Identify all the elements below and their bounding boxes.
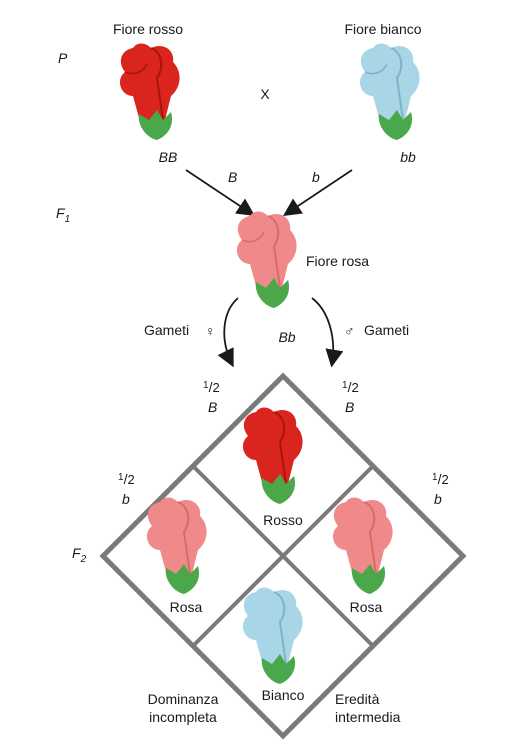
punnett-cell-top: Rosso bbox=[242, 407, 303, 528]
male-symbol-icon: ♂ bbox=[344, 323, 355, 339]
generation-p-label: P bbox=[58, 50, 68, 66]
male-gametes-label: Gameti bbox=[364, 322, 409, 338]
arrow-white-to-f1 bbox=[283, 169, 353, 216]
svg-text:1/2: 1/2 bbox=[203, 379, 220, 395]
svg-text:B: B bbox=[208, 399, 217, 415]
white-parent-flower bbox=[359, 43, 420, 140]
svg-text:1/2: 1/2 bbox=[118, 471, 135, 487]
f1-genotype: Bb bbox=[278, 329, 295, 345]
red-flower-label: Fiore rosso bbox=[113, 21, 183, 37]
red-offspring-flower bbox=[242, 407, 303, 504]
svg-text:1/2: 1/2 bbox=[342, 379, 359, 395]
red-allele-label: B bbox=[228, 169, 237, 185]
punnett-square bbox=[99, 372, 467, 740]
arrow-female-gametes bbox=[217, 297, 239, 368]
f1-flower-label: Fiore rosa bbox=[306, 253, 369, 269]
female-gametes-label: Gameti bbox=[144, 322, 189, 338]
cell-left-label: Rosa bbox=[170, 599, 203, 615]
punnett-cell-right: Rosa bbox=[332, 497, 393, 615]
caption-left-line2: incompleta bbox=[149, 709, 217, 725]
pink-offspring-flower-left bbox=[146, 497, 207, 594]
f1-pink-flower bbox=[236, 211, 297, 308]
generation-f2-label: F2 bbox=[72, 545, 87, 565]
svg-text:B: B bbox=[345, 399, 354, 415]
white-genotype: bb bbox=[400, 149, 416, 165]
svg-text:b: b bbox=[434, 491, 442, 507]
red-parent-flower bbox=[119, 43, 180, 140]
cell-bottom-label: Bianco bbox=[262, 687, 305, 703]
cell-right-label: Rosa bbox=[350, 599, 383, 615]
punnett-cell-bottom: Bianco bbox=[242, 587, 305, 703]
allele-top-right: 1/2 B bbox=[342, 379, 359, 415]
generation-f1-label: F1 bbox=[56, 205, 70, 225]
arrow-red-to-f1 bbox=[185, 169, 255, 216]
allele-mid-left: 1/2 b bbox=[118, 471, 135, 507]
punnett-cell-left: Rosa bbox=[146, 497, 207, 615]
cell-top-label: Rosso bbox=[263, 512, 303, 528]
allele-mid-right: 1/2 b bbox=[432, 471, 449, 507]
svg-text:b: b bbox=[122, 491, 130, 507]
punnett-divider-b bbox=[191, 464, 375, 648]
white-allele-label: b bbox=[312, 169, 320, 185]
caption-right-line2: intermedia bbox=[335, 709, 401, 725]
white-offspring-flower bbox=[242, 587, 303, 684]
cross-symbol: X bbox=[260, 86, 270, 102]
svg-text:1/2: 1/2 bbox=[432, 471, 449, 487]
pink-offspring-flower-right bbox=[332, 497, 393, 594]
caption-right-line1: Eredità bbox=[335, 691, 380, 707]
red-genotype: BB bbox=[159, 149, 178, 165]
white-flower-label: Fiore bianco bbox=[344, 21, 421, 37]
caption-left-line1: Dominanza bbox=[148, 691, 219, 707]
arrow-male-gametes bbox=[311, 297, 344, 368]
female-symbol-icon: ♀ bbox=[205, 323, 216, 339]
allele-top-left: 1/2 B bbox=[203, 379, 220, 415]
